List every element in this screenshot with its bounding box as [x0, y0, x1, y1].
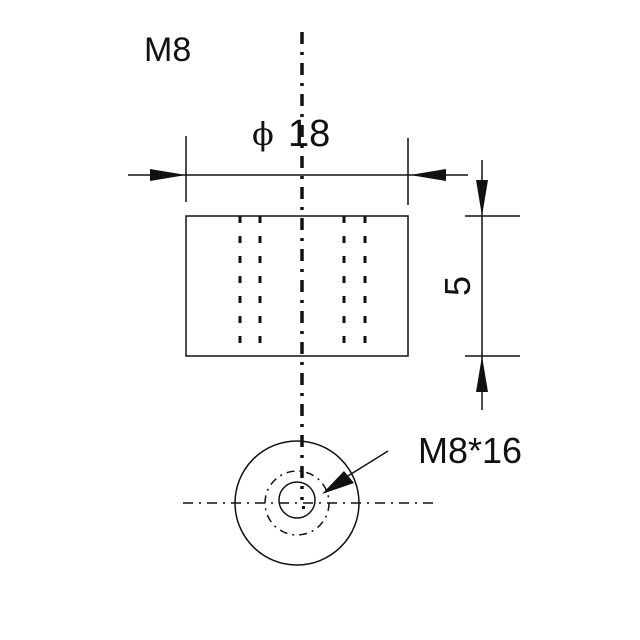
diameter-dimension: ϕ 18	[128, 113, 468, 205]
height-value: 5	[437, 276, 478, 296]
bore-circle	[278, 481, 316, 519]
leader-arrow-icon	[322, 471, 354, 494]
height-dimension: 5	[437, 160, 520, 410]
arrow-down-icon	[476, 180, 488, 216]
top-view: M8*16	[183, 430, 522, 566]
outer-circle	[234, 440, 360, 566]
hidden-thread-lines	[238, 216, 367, 356]
title-label: M8	[144, 31, 191, 69]
arrow-up-icon	[476, 356, 488, 392]
thread-label: M8*16	[418, 430, 522, 471]
arrow-left-icon	[410, 169, 446, 181]
thread-circle	[264, 470, 330, 536]
arrow-right-icon	[150, 169, 186, 181]
diameter-value: 18	[288, 113, 330, 155]
diameter-symbol: ϕ	[252, 115, 274, 153]
side-view-body	[185, 215, 409, 357]
